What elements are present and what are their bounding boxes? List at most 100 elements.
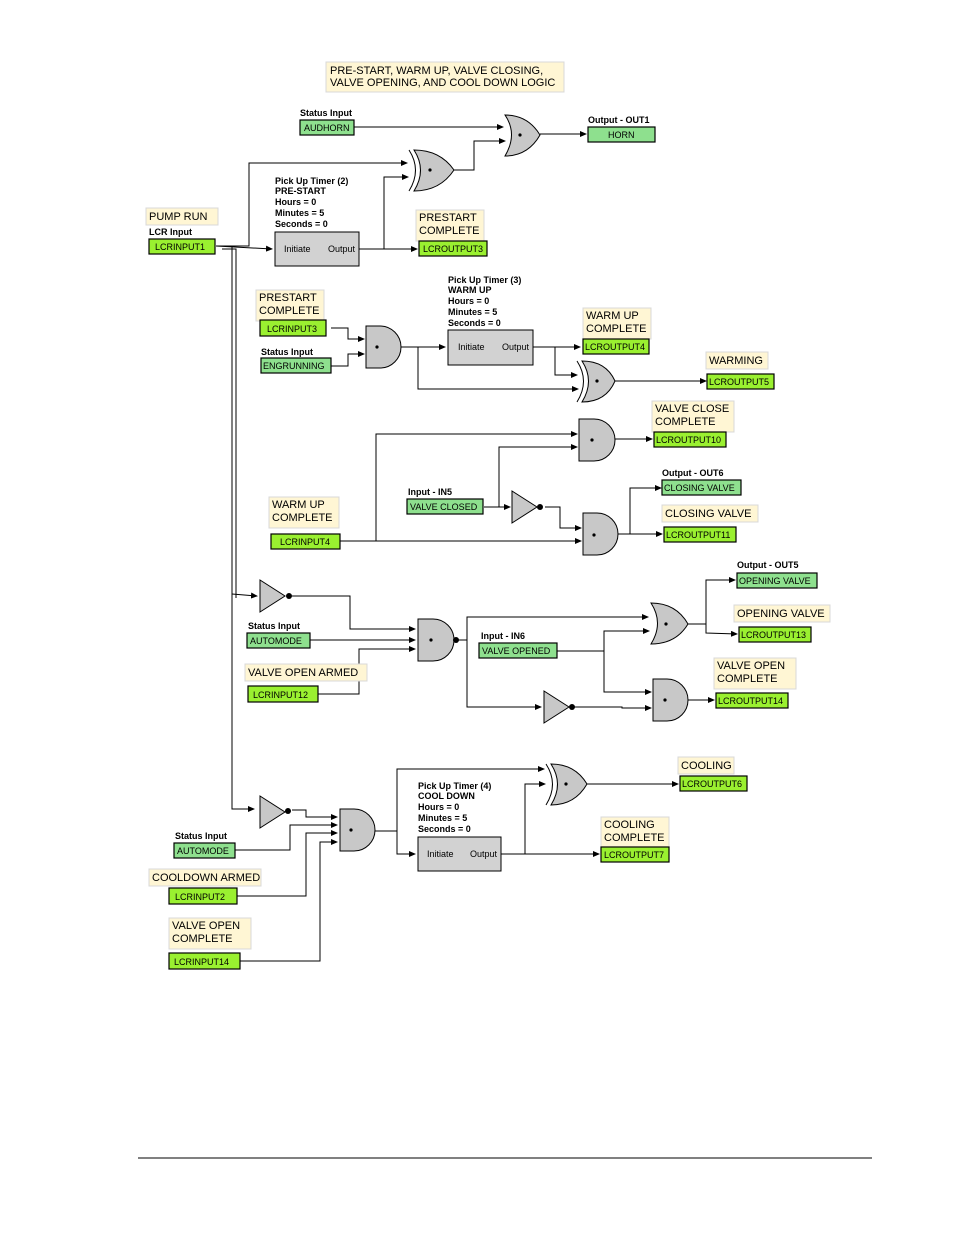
svg-text:HORN: HORN [608,130,635,140]
svg-text:LCROUTPUT10: LCROUTPUT10 [656,435,721,445]
io-lcrinput12: LCRINPUT12 [247,685,319,703]
note-pump-run: PUMP RUN [145,207,219,226]
svg-text:PRESTART: PRESTART [419,212,477,224]
gates [259,114,689,852]
io-headers: Status Input Output - OUT1 LCR Input Sta… [149,108,799,841]
io-closing-valve: CLOSING VALVE [661,479,742,496]
wires [215,124,738,962]
timer-cooldown: Pick Up Timer (4) COOL DOWN Hours = 0 Mi… [417,781,502,872]
svg-text:VALVE OPEN ARMED: VALVE OPEN ARMED [248,667,358,679]
svg-text:LCRINPUT3: LCRINPUT3 [267,324,317,334]
notes: PUMP RUN PRESTART COMPLETE PRESTART COMP… [145,207,831,950]
svg-text:PRESTART: PRESTART [259,292,317,304]
io-engrunning: ENGRUNNING [260,357,332,374]
io-lcrinput1: LCRINPUT1 [148,238,216,255]
io-lcroutput7: LCROUTPUT7 [600,846,670,863]
or-gate-horn [504,114,541,157]
svg-text:VALVE CLOSE: VALVE CLOSE [655,403,729,415]
status-input-label-3: Status Input [248,621,300,631]
note-valve-open-complete: VALVE OPEN COMPLETE [713,657,797,690]
svg-text:COMPLETE: COMPLETE [586,323,647,335]
svg-text:Output: Output [502,342,530,352]
svg-text:COMPLETE: COMPLETE [717,673,778,685]
status-input-label: Status Input [300,108,352,118]
svg-text:COMPLETE: COMPLETE [259,305,320,317]
svg-text:COOLDOWN ARMED: COOLDOWN ARMED [152,872,260,884]
svg-text:LCROUTPUT4: LCROUTPUT4 [585,342,645,352]
svg-text:LCROUTPUT6: LCROUTPUT6 [682,779,742,789]
svg-text:LCROUTPUT7: LCROUTPUT7 [604,850,664,860]
io-lcroutput4: LCROUTPUT4 [582,338,650,355]
svg-text:VALVE OPENED: VALVE OPENED [482,646,551,656]
svg-text:VALVE OPEN: VALVE OPEN [172,920,240,932]
svg-text:COOL DOWN: COOL DOWN [418,791,475,801]
svg-text:WARM UP: WARM UP [448,285,492,295]
not-gate-valve-opened [543,690,570,724]
svg-text:Minutes = 5: Minutes = 5 [448,307,497,317]
svg-text:Seconds = 0: Seconds = 0 [418,824,471,834]
svg-text:WARM UP: WARM UP [586,310,639,322]
diagram-title: PRE-START, WARM UP, VALVE CLOSING, VALVE… [325,61,565,93]
note-warm-up-complete: WARM UP COMPLETE [582,307,652,340]
note-cooling: COOLING [677,756,735,775]
svg-text:COMPLETE: COMPLETE [419,225,480,237]
svg-text:LCROUTPUT5: LCROUTPUT5 [709,377,769,387]
svg-text:Hours = 0: Hours = 0 [275,197,316,207]
xor-gate-cooling [550,763,588,806]
svg-text:COMPLETE: COMPLETE [655,416,716,428]
svg-text:LCRINPUT14: LCRINPUT14 [174,957,229,967]
note-cooldown-armed: COOLDOWN ARMED [148,868,262,887]
io-lcroutput14: LCROUTPUT14 [715,692,789,709]
svg-text:LCRINPUT4: LCRINPUT4 [280,537,330,547]
and-gate-open [417,618,455,662]
not-gate-open [259,579,286,613]
lcr-input-label: LCR Input [149,227,192,237]
io-lcroutput6: LCROUTPUT6 [679,775,748,792]
io-valve-opened: VALVE OPENED [478,642,558,659]
svg-text:COOLING: COOLING [681,760,732,772]
svg-text:LCROUTPUT11: LCROUTPUT11 [666,530,730,540]
svg-text:Output: Output [470,849,498,859]
svg-text:Pick Up Timer (3): Pick Up Timer (3) [448,275,521,285]
and-gate-open-complete [652,678,689,722]
svg-text:ENGRUNNING: ENGRUNNING [263,361,325,371]
note-cooling-complete: COOLING COMPLETE [600,816,670,849]
status-input-label-2: Status Input [261,347,313,357]
io-lcrinput2: LCRINPUT2 [168,887,238,905]
svg-text:AUTOMODE: AUTOMODE [177,846,229,856]
svg-text:COOLING: COOLING [604,819,655,831]
svg-text:VALVE CLOSED: VALVE CLOSED [410,502,478,512]
note-prestart-complete-in: PRESTART COMPLETE [255,289,325,322]
note-warming: WARMING [705,351,769,370]
svg-text:Minutes = 5: Minutes = 5 [275,208,324,218]
note-valve-open-complete-in: VALVE OPEN COMPLETE [168,917,252,950]
output-out6-label: Output - OUT6 [662,468,724,478]
io-valve-closed: VALVE CLOSED [406,498,484,515]
svg-text:Hours = 0: Hours = 0 [418,802,459,812]
svg-text:CLOSING VALVE: CLOSING VALVE [665,508,751,520]
io-lcroutput11: LCROUTPUT11 [663,526,737,543]
status-input-label-4: Status Input [175,831,227,841]
and-gate-warmup [365,325,402,369]
svg-text:VALVE OPEN: VALVE OPEN [717,660,785,672]
svg-text:Initiate: Initiate [458,342,485,352]
or-gate-opening [650,602,689,645]
note-valve-open-armed: VALVE OPEN ARMED [244,663,368,682]
title-line-2: VALVE OPENING, AND COOL DOWN LOGIC [330,77,555,89]
svg-text:Hours = 0: Hours = 0 [448,296,489,306]
svg-text:LCROUTPUT3: LCROUTPUT3 [423,244,483,254]
svg-text:Initiate: Initiate [284,244,311,254]
title-line-1: PRE-START, WARM UP, VALVE CLOSING, [330,65,543,77]
note-warm-up-complete-in: WARM UP COMPLETE [268,496,340,529]
xor-gate-prestart [413,149,455,192]
svg-text:LCROUTPUT14: LCROUTPUT14 [718,696,783,706]
svg-text:COMPLETE: COMPLETE [272,512,333,524]
io-automode: AUTOMODE [246,632,311,649]
svg-text:Output: Output [328,244,356,254]
svg-text:LCROUTPUT13: LCROUTPUT13 [741,630,806,640]
note-opening-valve: OPENING VALVE [733,604,831,623]
timer-prestart: Pick Up Timer (2) PRE-START Hours = 0 Mi… [274,176,360,267]
svg-text:Minutes = 5: Minutes = 5 [418,813,467,823]
svg-text:Seconds = 0: Seconds = 0 [448,318,501,328]
